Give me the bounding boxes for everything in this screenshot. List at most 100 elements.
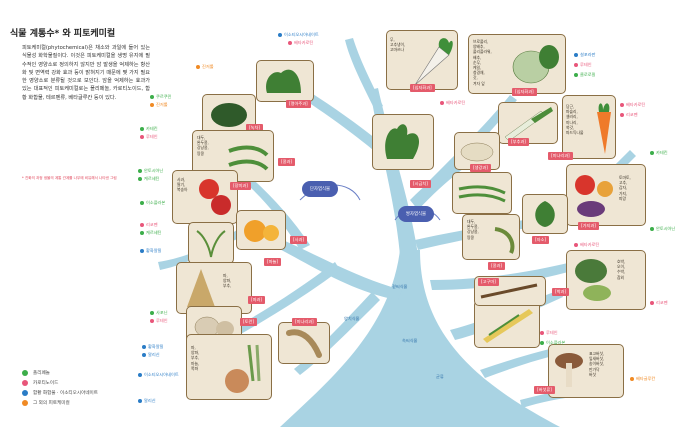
card-mushroom: 표고버섯, 잎새버섯, 송이버섯, 만가닥 버섯 xyxy=(548,344,624,398)
family-label: [십자화과] xyxy=(512,88,537,96)
leaf-label: [콩과] xyxy=(278,158,295,166)
chemical-tag: 베타카로틴 xyxy=(620,102,645,108)
card-items: 파, 양파, 부추, xyxy=(223,273,232,289)
card-items: 당근, 파슬리, 셀러리, 미나리, 쑥갓, 파드득나물 xyxy=(566,104,584,136)
spinach-icon xyxy=(385,124,420,159)
branch-label-fungi: 균류 xyxy=(436,374,444,379)
card-cabbage: 브로콜리, 양배추, 콜리플라워, 배추, 순무, 케일, 청경채, 갓, 겨자… xyxy=(468,34,566,94)
family-label: [콩과] xyxy=(488,262,505,270)
leaf-label: [부추과] xyxy=(508,138,529,146)
leaf-label: [토란] xyxy=(240,318,257,326)
pumpkin-icon xyxy=(575,259,611,301)
chemical-tag: 클로로필 xyxy=(574,72,595,78)
beans-icon xyxy=(458,185,506,203)
citrus-icon xyxy=(244,220,279,242)
family-label: [박과] xyxy=(552,288,569,296)
yam-icon xyxy=(286,329,322,358)
leaf-label: [명아주과] xyxy=(286,100,311,108)
chemical-tag: 케르세틴 xyxy=(140,230,161,236)
taro-icon xyxy=(194,316,234,338)
card-items: 무, 고추냉이, 고마쓰나 xyxy=(390,37,406,53)
bamboo-shoot-icon xyxy=(187,269,215,307)
cabbage-icon xyxy=(512,45,559,84)
sprout-icon xyxy=(196,230,226,258)
chemical-tag: 베타카로틴 xyxy=(288,40,313,46)
carrot-icon xyxy=(597,103,611,154)
card-soybean: 대두, 완두콩, 강낭콩, 땅콩 xyxy=(462,214,520,260)
card-items: 토마토, 고추, 감자, 가지, 피망 xyxy=(619,175,631,201)
card-radish: 무, 고추냉이, 고마쓰나 xyxy=(386,30,458,90)
card-sprout xyxy=(188,222,234,264)
card-burdock xyxy=(474,276,546,306)
card-apple: 사과, 딸기, 복숭아 xyxy=(172,170,238,224)
page-title: 식물 계통수* 와 피토케미컬 xyxy=(10,29,116,39)
chemical-tag: 카테킨 xyxy=(650,150,668,156)
card-items: 표고버섯, 잎새버섯, 송이버섯, 만가닥 버섯 xyxy=(589,351,605,377)
chemical-tag: 쿠르쿠민 xyxy=(150,94,171,100)
chemical-tag: 리코펜 xyxy=(140,222,158,228)
chemical-tag: 알리신 xyxy=(142,352,160,358)
card-beans xyxy=(452,172,512,214)
intro-text: 피토케미컬(phytochemical)은 채소와 과일에 들어 있는 식물성 … xyxy=(22,45,150,101)
card-citrus xyxy=(236,210,286,250)
ginger-icon xyxy=(460,142,494,162)
chemical-tag: 베타카로틴 xyxy=(440,100,465,106)
legend-item: 카로티노이드 xyxy=(22,378,98,388)
mushroom-icon xyxy=(555,353,583,387)
chemical-tag: 알리신 xyxy=(138,398,156,404)
card-onion: 파, 양파, 부추, 마늘, 쪽파 xyxy=(186,334,272,400)
apple-icon xyxy=(199,179,231,215)
leaf-label: [고구마] xyxy=(478,278,499,286)
chemical-tag: 루테인 xyxy=(140,134,158,140)
spinach-icon xyxy=(266,69,301,93)
branch-label-angio: 속씨식물 xyxy=(402,338,418,343)
card-leek xyxy=(498,102,558,144)
chemical-tag: 루테인 xyxy=(150,318,168,324)
chemical-tag: 이소플라본 xyxy=(540,340,565,346)
soybean-icon xyxy=(494,227,515,254)
pea-icon xyxy=(228,145,269,171)
chemical-tag: 진저롤 xyxy=(150,102,168,108)
branch-oval-dicot: 쌍자엽식물 xyxy=(398,206,434,222)
branch-oval-monocot: 단자엽식물 xyxy=(302,181,338,197)
card-tomato: 토마토, 고추, 감자, 가지, 피망 xyxy=(566,164,646,226)
card-spinach-left xyxy=(256,60,314,102)
burdock-icon xyxy=(480,283,538,299)
leaf-label: [녹차] xyxy=(246,124,263,132)
leek-icon xyxy=(504,107,553,141)
leaf-label: [미나리과] xyxy=(292,318,317,326)
card-items: 사과, 딸기, 복숭아 xyxy=(177,177,188,193)
chemical-tag: 이소티오시아네이트 xyxy=(278,32,319,38)
card-ginger xyxy=(454,132,500,170)
chemical-tag: 안토시아닌 xyxy=(138,168,163,174)
card-items: 파, 양파, 부추, 마늘, 쪽파 xyxy=(191,345,200,371)
legend-item: 함황 화합물 · 이소티오시아네이트 xyxy=(22,388,98,398)
chemical-tag: 베타카로틴 xyxy=(574,242,599,248)
family-label: [장미과] xyxy=(230,182,251,190)
perilla-icon xyxy=(535,201,555,227)
chemical-tag: 사포닌 xyxy=(150,310,168,316)
leaf-label: [시금치] xyxy=(410,180,431,188)
chemical-tag: 황화알릴 xyxy=(142,344,163,350)
card-perilla xyxy=(522,194,568,234)
family-label: [십자화과] xyxy=(410,84,435,92)
leaf-label: [생강과] xyxy=(470,164,491,172)
legend-item: 그 외의 피토케미컬 xyxy=(22,398,98,408)
chemical-tag: 카테킨 xyxy=(140,126,158,132)
onion-icon xyxy=(225,344,261,393)
leaf-label: [마과] xyxy=(248,296,265,304)
legend: 폴리페놀 카로티노이드 함황 화합물 · 이소티오시아네이트 그 외의 피토케미… xyxy=(22,368,98,408)
branch-label-gymno: 겉씨식물 xyxy=(392,284,408,289)
chemical-tag: 이소플라본 xyxy=(140,200,165,206)
card-items: 브로콜리, 양배추, 콜리플라워, 배추, 순무, 케일, 청경채, 갓, 겨자… xyxy=(473,39,492,86)
card-items: 호박, 오이, 수박, 참외 xyxy=(617,259,626,280)
card-gourd: 호박, 오이, 수박, 참외 xyxy=(566,250,646,310)
card-yam xyxy=(278,322,330,364)
chemical-tag: 루테인 xyxy=(574,62,592,68)
chemical-tag: 리코펜 xyxy=(620,112,638,118)
card-corn xyxy=(474,300,540,348)
corn-icon xyxy=(483,309,533,343)
family-label: [가지과] xyxy=(578,222,599,230)
chemical-tag: 설포라판 xyxy=(574,52,595,58)
chemical-tag: 리코펜 xyxy=(650,300,668,306)
